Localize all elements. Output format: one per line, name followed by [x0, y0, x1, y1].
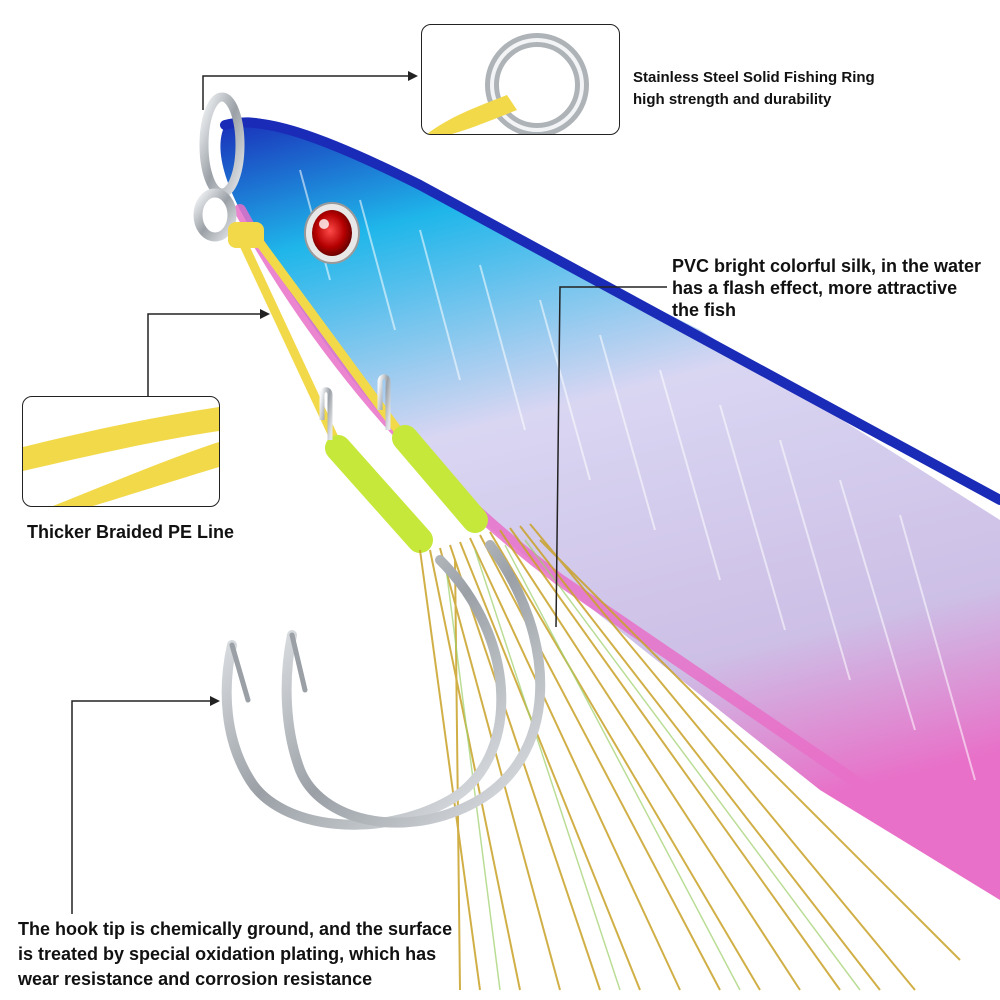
braid-closeup: [23, 407, 219, 471]
hook-barbs: [229, 632, 308, 703]
hook-callout-line1: The hook tip is chemically ground, and t…: [18, 919, 453, 939]
hook-callout-line3: wear resistance and corrosion resistance: [18, 969, 373, 989]
braid-knot-closeup: [427, 95, 517, 134]
ring-callout-line2: high strength and durability: [633, 91, 832, 108]
hook-eyes: [319, 374, 391, 440]
holographic-scales: [299, 169, 976, 781]
braided-line-callout: Thicker Braided PE Line: [27, 521, 234, 543]
line-knot: [228, 222, 264, 248]
ring-detail-inset: [421, 24, 620, 135]
ring-callout: Stainless Steel Solid Fishing Ring high …: [633, 67, 875, 111]
leader-arrowheads: [210, 71, 418, 706]
braid-detail-inset: [22, 396, 220, 507]
double-hooks: [221, 540, 546, 830]
hook-callout-line2: is treated by special oxidation plating,…: [18, 944, 437, 964]
ring-callout-line1: Stainless Steel Solid Fishing Ring: [633, 69, 875, 86]
silk-callout-line1: PVC bright colorful silk, in the water: [672, 256, 982, 276]
silk-callout-line2: has a flash effect, more attractive: [672, 278, 958, 298]
silk-callout-line3: the fish: [672, 300, 737, 320]
thread-wrap: [325, 425, 488, 553]
silk-callout: PVC bright colorful silk, in the water h…: [672, 255, 981, 321]
leader-lines: [71, 75, 667, 914]
split-ring: [193, 92, 245, 242]
silk-skirt: [419, 523, 961, 991]
braided-line-callout-text: Thicker Braided PE Line: [27, 522, 235, 542]
hook-callout: The hook tip is chemically ground, and t…: [18, 917, 452, 992]
lure-eye: [304, 202, 360, 264]
